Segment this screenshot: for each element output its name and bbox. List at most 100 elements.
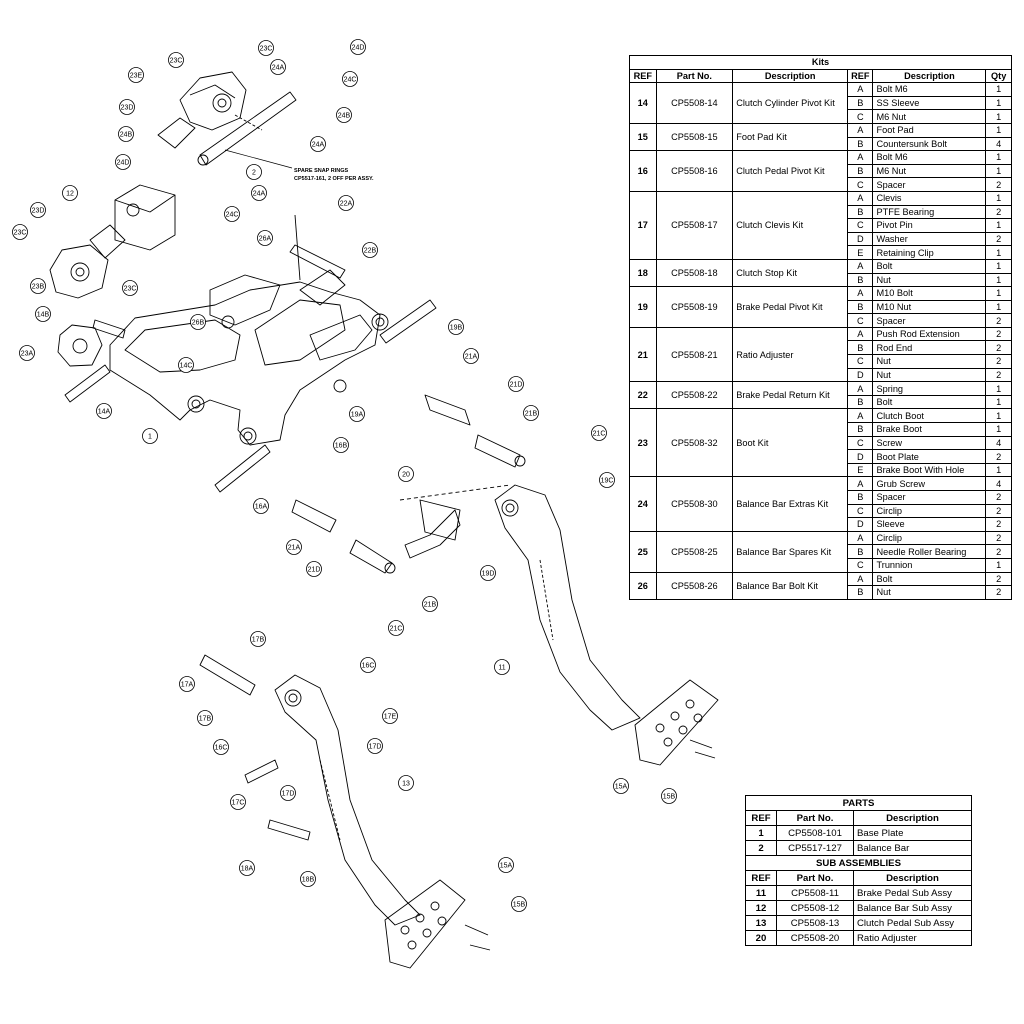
callout-text: 21D [308, 567, 321, 574]
parts-table-title: PARTS [745, 795, 972, 811]
kits-table: Kits REF Part No. Description REF Descri… [629, 55, 1012, 600]
callout-text: 17B [199, 716, 212, 723]
callout-26a: 26A [257, 230, 273, 246]
kit-ref: 25 [629, 530, 657, 573]
kit-ref: 19 [629, 286, 657, 328]
kit-ref: 17 [629, 190, 657, 260]
kit-description: Ratio Adjuster [732, 326, 849, 383]
kit-description: Foot Pad Kit [732, 122, 849, 152]
callout-text: 17D [369, 744, 382, 751]
callout-text: 16C [362, 663, 375, 670]
callout-24a: 24A [310, 136, 326, 152]
callout-text: 20 [402, 472, 410, 479]
callout-24d: 24D [115, 154, 131, 170]
callout-23e: 23E [128, 67, 144, 83]
callout-bubble [258, 40, 274, 56]
callout-bubble [398, 775, 414, 791]
kit-item-qty: 2 [985, 177, 1012, 192]
kit-item-description: Washer [872, 231, 987, 247]
callout-23d: 23D [30, 202, 46, 218]
boot-assembly-left [49, 224, 126, 367]
callout-text: 21C [390, 626, 403, 633]
callout-17c: 17C [230, 794, 246, 810]
kit-item-qty: 2 [985, 490, 1012, 505]
kit-item-description: PTFE Bearing [872, 204, 987, 220]
kit-item-description: Spring [872, 381, 987, 396]
kit-item-description: Brake Boot With Hole [872, 462, 987, 478]
callout-bubble [19, 345, 35, 361]
kit-item-ref: B [847, 585, 874, 600]
kit-item-description: Screw [872, 435, 987, 451]
kit-item-qty: 1 [985, 272, 1012, 288]
sub-desc: Balance Bar Sub Assy [853, 900, 972, 916]
callout-16c: 16C [213, 739, 229, 755]
callout-bubble [599, 472, 615, 488]
kit-item-qty: 1 [985, 394, 1012, 410]
callout-labels: 23C24D23C24A23E24C23D24B24B24A24D224A122… [12, 39, 677, 912]
kit-item-description: Bolt [872, 258, 987, 274]
kit-ref: 23 [629, 408, 657, 478]
kit-item-description: Needle Roller Bearing [872, 544, 987, 559]
callout-17b: 17B [250, 631, 266, 647]
kit-item-ref: A [847, 122, 874, 138]
kit-item-description: Clevis [872, 190, 987, 206]
callout-text: 24A [312, 142, 325, 149]
callout-text: 24A [272, 65, 285, 72]
kit-item-description: Nut [872, 272, 987, 288]
parts-header-ref: REF [745, 810, 777, 826]
callout-text: 11 [498, 665, 505, 672]
parts-row: 1 CP5508-101 Base Plate [745, 825, 972, 841]
callout-text: 22A [340, 201, 353, 208]
callout-21a: 21A [463, 348, 479, 364]
callout-text: 21C [593, 431, 606, 438]
callout-24d: 24D [350, 39, 366, 55]
callout-bubble [115, 154, 131, 170]
kit-item-qty: 1 [985, 286, 1012, 301]
callout-text: 17C [232, 800, 245, 807]
kit-item-description: Brake Boot [872, 422, 987, 437]
kit-part-no: CP5508-16 [655, 150, 734, 192]
kit-part-no: CP5508-19 [655, 286, 734, 328]
note-line-1: SPARE SNAP RINGS [294, 168, 349, 174]
callout-23c: 23C [12, 224, 28, 240]
callout-24b: 24B [336, 107, 352, 123]
sub-desc: Clutch Pedal Sub Assy [853, 915, 972, 931]
callout-bubble [142, 428, 158, 444]
callout-bubble [250, 631, 266, 647]
callout-23c: 23C [258, 40, 274, 56]
kit-item-qty: 2 [985, 503, 1012, 519]
kit-item-ref: B [847, 136, 874, 152]
callout-bubble [280, 785, 296, 801]
kit-part-no: CP5508-17 [655, 190, 734, 260]
callout-bubble [35, 306, 51, 322]
callout-bubble [300, 871, 316, 887]
callout-text: 22B [364, 248, 377, 255]
callout-text: 26A [259, 236, 272, 243]
callout-text: 17D [282, 791, 295, 798]
sub-header-desc: Description [853, 870, 972, 886]
kit-item-description: M6 Nut [872, 109, 987, 124]
callout-text: 23C [14, 230, 27, 237]
kit-ref: 16 [629, 150, 657, 192]
callout-bubble [178, 357, 194, 373]
kit-item-ref: C [847, 177, 874, 192]
callout-bubble [310, 136, 326, 152]
callout-22a: 22A [338, 195, 354, 211]
kit-ref: 26 [629, 571, 657, 600]
callout-bubble [342, 71, 358, 87]
callout-bubble [349, 406, 365, 422]
callout-bubble [613, 778, 629, 794]
kit-item-description: Push Rod Extension [872, 326, 987, 342]
kit-description: Boot Kit [732, 408, 849, 478]
parts-table: PARTS REF Part No. Description 1 CP5508-… [745, 795, 972, 946]
callout-bubble [239, 860, 255, 876]
callout-bubble [382, 708, 398, 724]
callout-19c: 19C [599, 472, 615, 488]
sub-assembly-row: 13 CP5508-13 Clutch Pedal Sub Assy [745, 915, 972, 931]
kit-item-ref: C [847, 435, 874, 451]
callout-text: 16A [255, 504, 268, 511]
kit-item-ref: B [847, 340, 874, 356]
